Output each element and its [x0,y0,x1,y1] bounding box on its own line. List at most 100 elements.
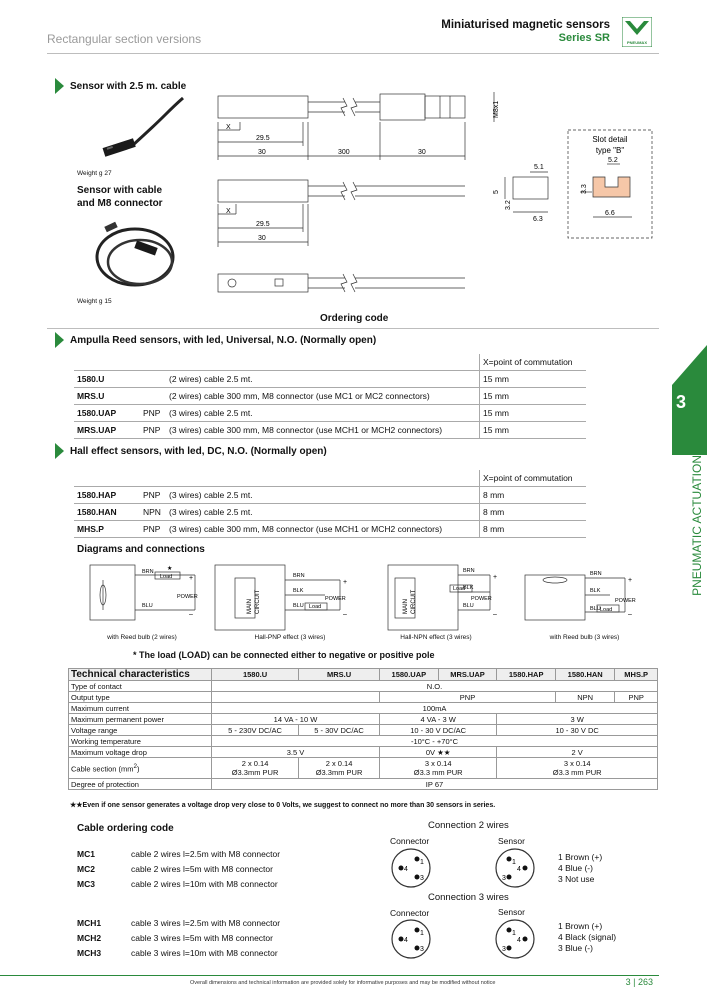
table-row: MRS.U (2 wires) cable 300 mm, M8 connect… [74,387,586,405]
dim-5: 5 [493,190,500,194]
row-label: Maximum permanent power [68,713,212,725]
slot-detail-title-2: type "B" [596,146,625,155]
dim-29-5-top: 29.5 [256,135,270,142]
connector-label: Connector [390,836,430,846]
connection-2-wires-pinout: 1 4 3 1 4 3 [391,848,535,888]
d3-plus: + [493,574,497,581]
pin-desc: 1 Brown (+) [558,921,603,931]
diagram-label-4: with Reed bulb (3 wires) [549,634,620,641]
d3-main: MAIN [403,599,409,614]
dim-m8: M8x1 [493,101,500,118]
order-x: 8 mm [479,520,586,538]
order-type: NPN [140,503,166,521]
col-header: 1580.HAP [496,668,557,681]
pneumax-logo: PNEUMAX [622,17,652,47]
ordering-code-title: Ordering code [320,313,389,324]
ordering-divider [47,328,659,329]
reed-section-title: Ampulla Reed sensors, with led, Universa… [70,334,377,346]
dim-3-2: 3.2 [505,200,512,210]
col-header: MRS.UAP [437,668,498,681]
connector-label: Connector [390,908,430,918]
d3-blk: BLK [463,585,474,591]
table-row: Maximum voltage drop 3.5 V 0V ★★ 2 V [68,746,658,758]
table-row: Maximum current 100mA [68,702,658,714]
sensor-with-connector-title-2: and M8 connector [77,198,163,209]
pin-label-4: 4 [517,937,521,944]
connection-3-title: Connection 3 wires [428,892,509,903]
chapter-title: PNEUMATIC ACTUATION [690,455,704,596]
d1-power: POWER [177,594,198,600]
order-code: 1580.HAN [74,503,140,521]
d2-blk: BLK [293,588,304,594]
cell-value: 10 - 30 V DC [496,724,658,736]
cell-value: 3.5 V [211,746,380,758]
weight-1: Weight g 27 [77,170,112,177]
d3-brn: BRN [463,568,475,574]
cell-value: 5 - 230V DC/AC [210,724,300,736]
diagram-label-1: with Reed bulb (2 wires) [107,634,177,641]
table-row: 1580.UAP PNP (3 wires) cable 2.5 mt. 15 … [74,404,586,422]
cell-value: -10°C - +70°C [211,735,658,747]
cell-value: NPN [555,691,616,703]
row-label: Cable section (mm2) [68,757,212,779]
order-code: 1580.UAP [74,404,140,422]
table-row: Type of contact N.O. [68,680,658,692]
wiring-diagrams: BRN BLU Load POWER ★ + – BRN BLK BLU Loa… [89,564,636,631]
col-header: 1580.HAN [555,668,616,681]
logo-text: PNEUMAX [627,40,647,45]
connection-3-wires-pinout: 1 4 3 1 4 3 [391,919,535,959]
row-label: Degree of protection [68,778,212,790]
pin-label-3: 3 [420,875,424,882]
chapter-number: 3 [676,392,687,412]
reed-ordering-table: X=point of commutation 1580.U (2 wires) … [74,354,586,439]
dim-5-1: 5.1 [534,164,544,171]
order-desc: (3 wires) cable 2.5 mt. [166,503,480,521]
order-desc: (2 wires) cable 2.5 mt. [166,370,480,388]
d1-star: ★ [167,565,172,572]
slot-detail-title-1: Slot detail [592,135,627,144]
cell-value: 3 W [496,713,658,725]
table-row: Working temperature -10°C - +70°C [68,735,658,747]
d2-load: Load [309,604,321,610]
table-row: MRS.UAP PNP (3 wires) cable 300 mm, M8 c… [74,421,586,439]
cell-value: 10 - 30 V DC/AC [378,724,498,736]
dim-x-top: X [226,124,231,131]
pin-label-4: 4 [404,937,408,944]
row-label: Working temperature [68,735,212,747]
table-header-row: Technical characteristics 1580.U MRS.U 1… [68,668,658,681]
order-code: 1580.U [74,370,140,388]
pin-desc: 4 Black (signal) [558,932,617,942]
pin-desc: 3 Not use [558,874,595,884]
cell-value: N.O. [211,680,658,692]
pin-list-2: 1 Brown (+) 4 Blue (-) 3 Not use [558,852,602,885]
hall-section-heading: Hall effect sensors, with led, DC, N.O. … [55,443,327,459]
order-x: 15 mm [479,387,586,405]
sensor-section-heading: Sensor with 2.5 m. cable [55,78,186,94]
cell-value: 2 V [496,746,658,758]
dim-3-3: 3.3 [581,184,588,194]
d2-blu: BLU [293,603,304,609]
order-desc: (3 wires) cable 2.5 mt. [166,404,480,422]
col-header: MHS.P [614,668,658,681]
order-code: MRS.U [74,387,140,405]
col-header: MRS.U [298,668,380,681]
pin-label-4: 4 [517,866,521,873]
sensor-section-title: Sensor with 2.5 m. cable [70,80,187,92]
connection-2-title: Connection 2 wires [428,820,509,831]
hall-section-title: Hall effect sensors, with led, DC, N.O. … [70,445,327,457]
d3-blu: BLU [463,603,474,609]
pin-label-1: 1 [512,859,516,866]
weight-2: Weight g 15 [77,298,112,305]
d2-circuit: CIRCUIT [255,589,261,614]
col-header: 1580.UAP [379,668,439,681]
d2-power: POWER [325,596,346,602]
order-code: 1580.HAP [74,486,140,504]
d3-circuit: CIRCUIT [411,589,417,614]
d1-minus: – [189,611,193,618]
cell-value: 5 - 30V DC/AC [298,724,380,736]
d1-blu: BLU [142,603,153,609]
